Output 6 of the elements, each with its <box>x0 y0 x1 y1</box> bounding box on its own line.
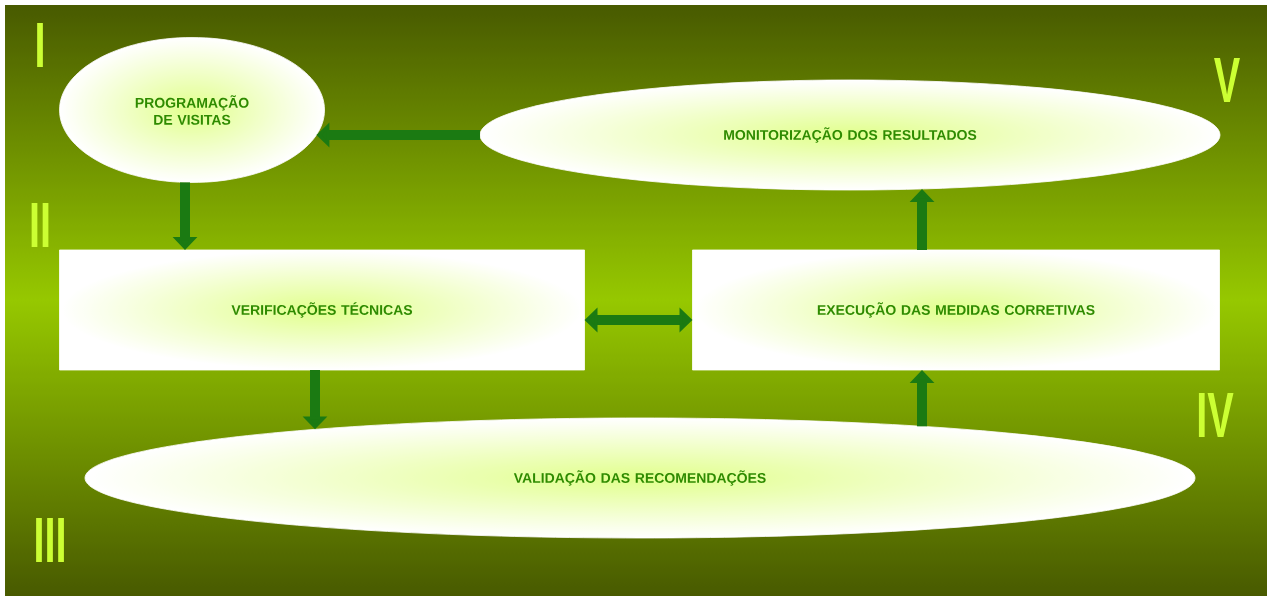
process-box: VERIFICAÇÕES TÉCNICAS <box>59 249 585 371</box>
roman-numeral: IV <box>1198 392 1234 437</box>
roman-numeral: I <box>37 22 43 67</box>
process-box: EXECUÇÃO DAS MEDIDAS CORRETIVAS <box>692 249 1220 371</box>
roman-numeral: II <box>31 202 49 247</box>
roman-numeral: III <box>36 517 64 562</box>
